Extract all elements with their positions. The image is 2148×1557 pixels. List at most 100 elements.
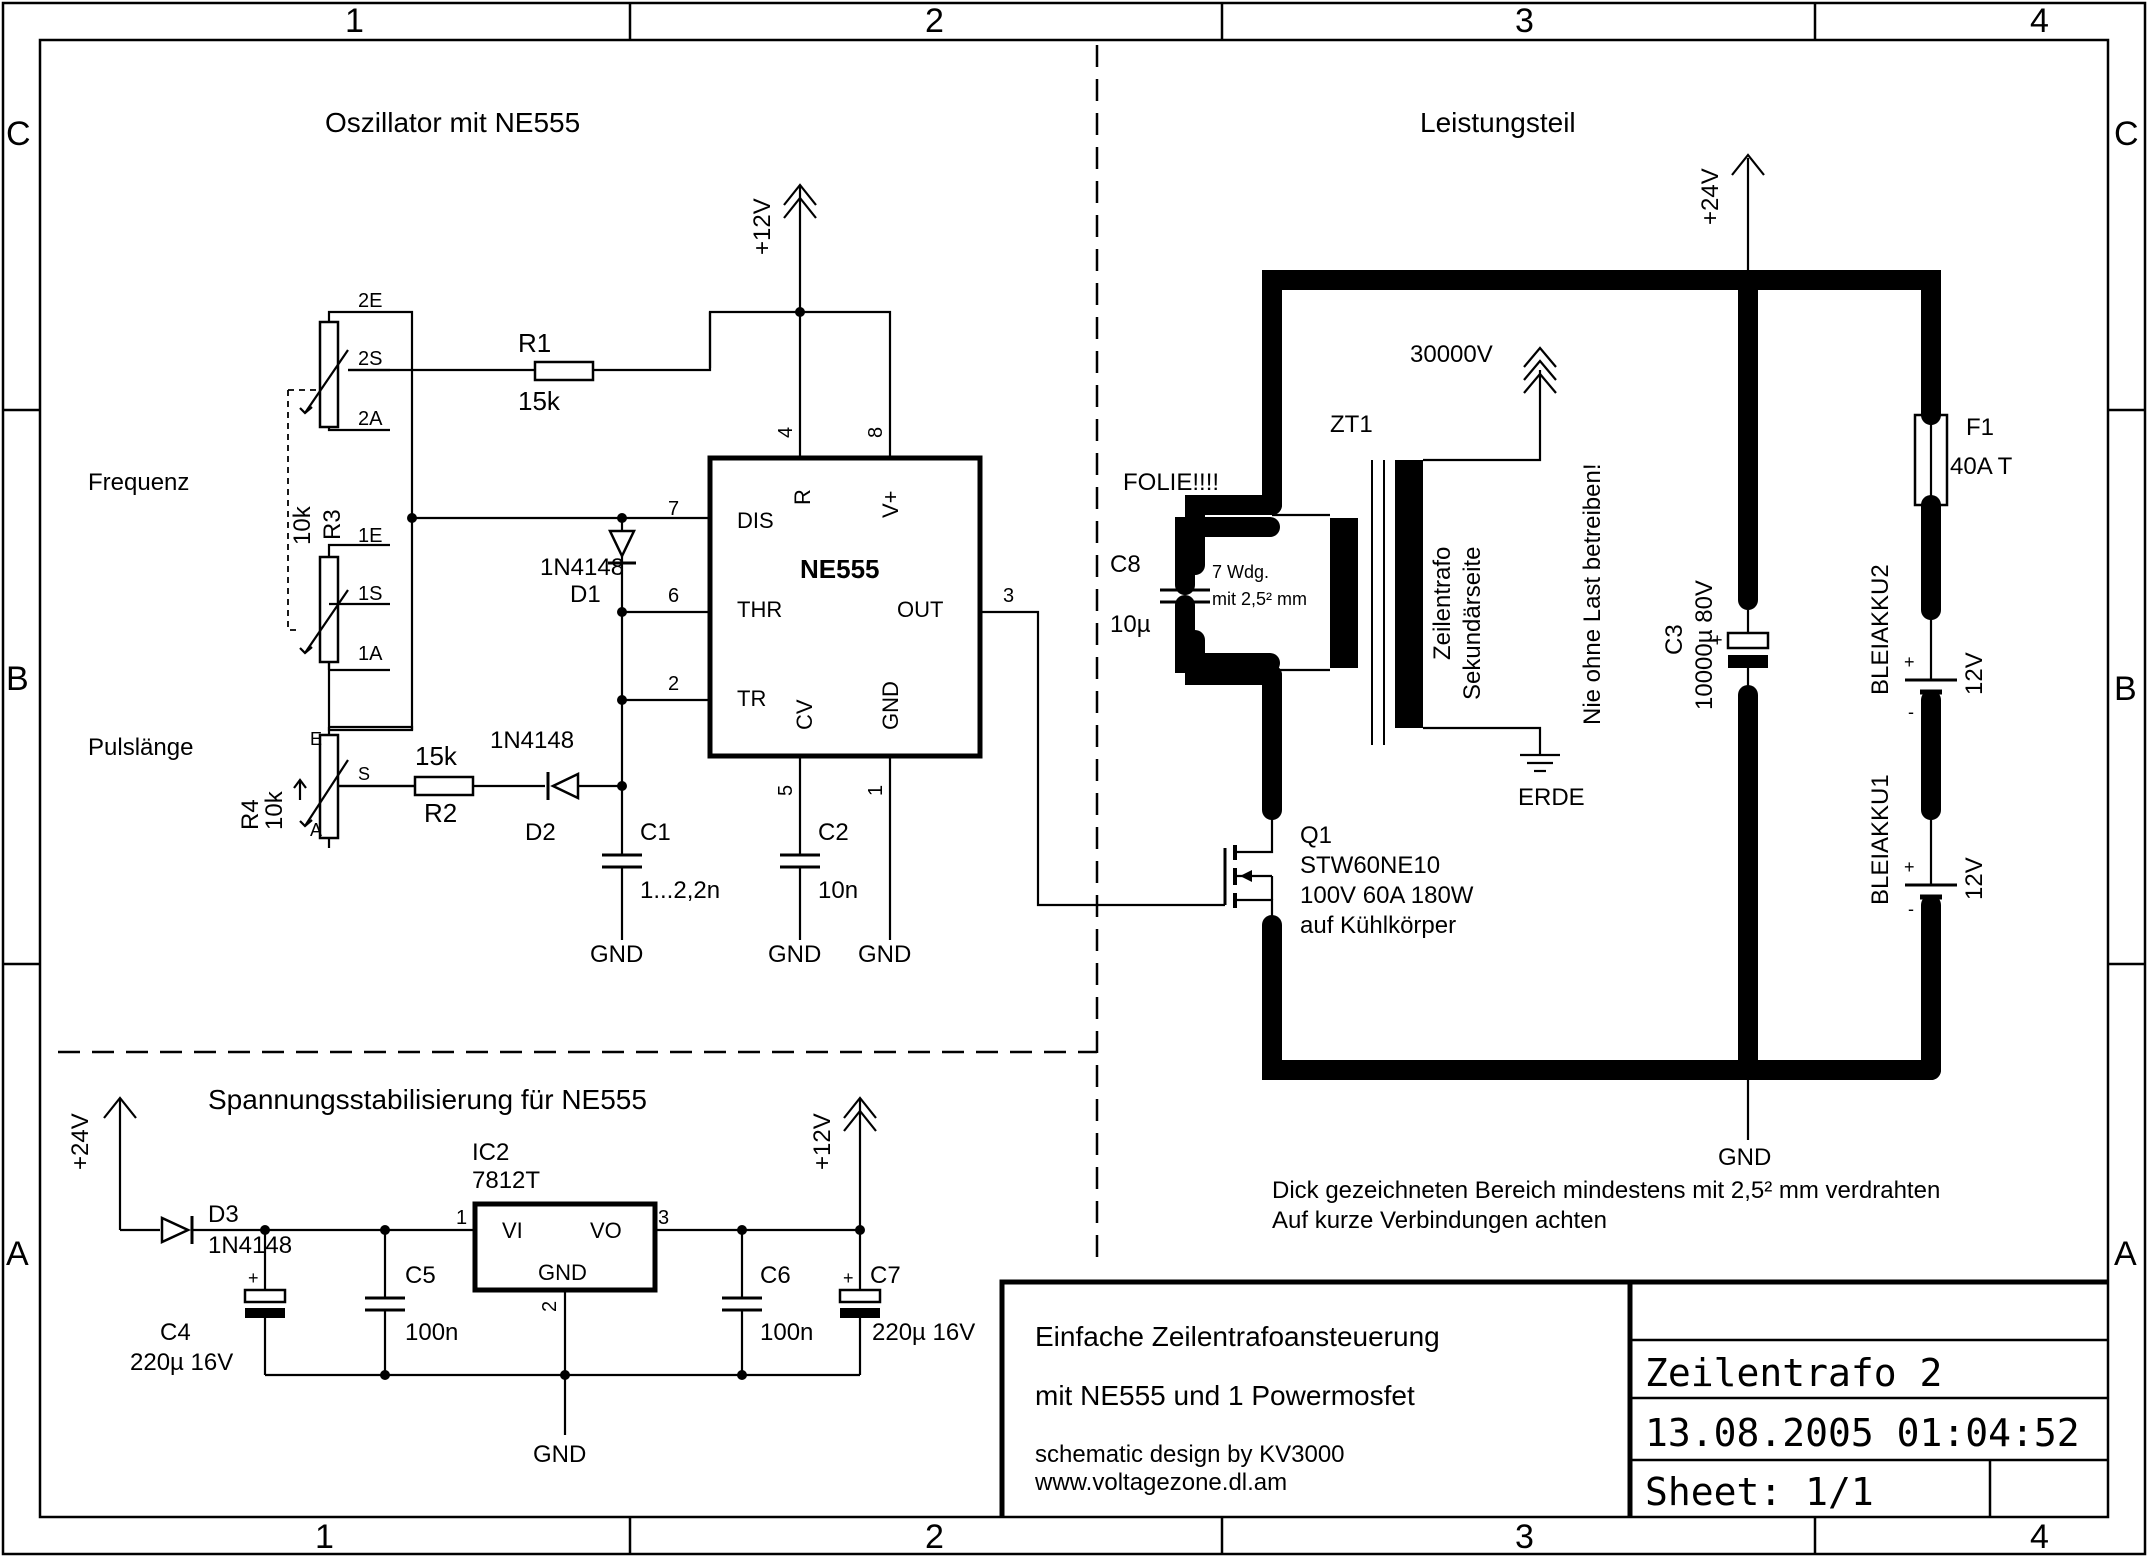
supply-label-24v: +24V bbox=[1697, 168, 1724, 225]
zt1-warning: Nie ohne Last betreiben! bbox=[1579, 463, 1606, 725]
zt1-line1: Zeilentrafo bbox=[1429, 547, 1456, 660]
r3-function-label: Frequenz bbox=[88, 469, 189, 496]
label-regulator-ic-p1: 1 bbox=[456, 1207, 467, 1229]
c6-name: C6 bbox=[760, 1262, 791, 1289]
label-oscillator-r3-taps-1: 2S bbox=[358, 348, 382, 370]
label-oscillator-pin_numbers-p6: 6 bbox=[668, 585, 679, 607]
pin-r: R bbox=[790, 489, 815, 505]
c4-name: C4 bbox=[160, 1319, 191, 1346]
wiring-note-2: Auf kurze Verbindungen achten bbox=[1272, 1207, 1607, 1234]
c1-name: C1 bbox=[640, 819, 671, 846]
svg-text:+: + bbox=[843, 1268, 854, 1288]
ne555-label: NE555 bbox=[800, 554, 880, 584]
c8-name: C8 bbox=[1110, 551, 1141, 578]
c1-value: 1...2,2n bbox=[640, 877, 720, 904]
c4-value: 220µ 16V bbox=[130, 1349, 233, 1376]
earth-label: ERDE bbox=[1518, 784, 1585, 811]
zt1-name: ZT1 bbox=[1330, 411, 1373, 438]
r3-value: 10k bbox=[289, 505, 316, 545]
label-oscillator-r3-taps-4: 1S bbox=[358, 583, 382, 605]
label-oscillator-r3-taps-3: 1E bbox=[358, 525, 382, 547]
label-oscillator-pin_numbers-p7: 7 bbox=[668, 498, 679, 520]
supply-arrow-24v-regulator bbox=[103, 1096, 137, 1230]
d1-name: D1 bbox=[570, 581, 601, 608]
r2-value: 15k bbox=[415, 741, 458, 771]
r2-resistor bbox=[413, 775, 475, 797]
c6-value: 100n bbox=[760, 1319, 813, 1346]
c4-capacitor: + bbox=[243, 1230, 287, 1375]
gnd-label-c2: GND bbox=[768, 941, 821, 968]
power-circuit: +24V GND 30000V ZT1 Zeilentrafo Sekundär… bbox=[1110, 153, 2013, 1234]
title-drawing-name: Zeilentrafo 2 bbox=[1645, 1351, 1942, 1395]
label-regulator-ic-vo: VO bbox=[590, 1218, 622, 1243]
c2-capacitor bbox=[780, 756, 820, 940]
title-credit-1: schematic design by KV3000 bbox=[1035, 1441, 1345, 1468]
label-oscillator-pin_numbers-p1: 1 bbox=[865, 785, 887, 796]
q1-mosfet bbox=[1223, 810, 1274, 925]
title-sheet: Sheet: 1/1 bbox=[1645, 1470, 1874, 1514]
title-desc-1: Einfache Zeilentrafoansteuerung bbox=[1035, 1321, 1440, 1352]
supply-arrow-12v bbox=[783, 183, 817, 312]
row-label-a-right: A bbox=[2114, 1235, 2137, 1273]
d3-value: 1N4148 bbox=[208, 1232, 292, 1259]
d1-diode bbox=[608, 518, 636, 612]
pin-tr: TR bbox=[737, 686, 766, 711]
c7-capacitor: + bbox=[838, 1230, 882, 1375]
ic2-name: IC2 bbox=[472, 1139, 509, 1166]
gnd-label-regulator: GND bbox=[533, 1441, 586, 1468]
label-regulator-ic-gnd: GND bbox=[538, 1260, 587, 1285]
col-label-3-bottom: 3 bbox=[1515, 1518, 1534, 1556]
r1-value: 15k bbox=[518, 386, 561, 416]
bleiakku2-value: 12V bbox=[1961, 652, 1988, 695]
col-label-4: 4 bbox=[2030, 2, 2049, 40]
col-label-2-bottom: 2 bbox=[925, 1518, 944, 1556]
pin-gnd: GND bbox=[878, 681, 903, 730]
f1-name: F1 bbox=[1966, 414, 1994, 441]
supply-label-24v-regulator: +24V bbox=[67, 1113, 94, 1170]
svg-text:+: + bbox=[1712, 630, 1723, 650]
c3-capacitor: + bbox=[1712, 610, 1770, 695]
c3-value: 10000µ 80V bbox=[1691, 580, 1718, 710]
row-label-b-right: B bbox=[2114, 670, 2137, 708]
frame-row-labels: C B A C B A bbox=[6, 115, 2139, 1273]
svg-text:+: + bbox=[1904, 652, 1915, 672]
supply-arrow-12v-regulator bbox=[843, 1096, 877, 1230]
r2-name: R2 bbox=[424, 798, 457, 828]
col-label-2: 2 bbox=[925, 2, 944, 40]
c7-name: C7 bbox=[870, 1262, 901, 1289]
gnd-label-pin1: GND bbox=[858, 941, 911, 968]
oscillator-circuit: +12V NE555 DIS R V+ THR OUT TR CV GND 4 … bbox=[88, 183, 1225, 968]
bleiakku2-name: BLEIAKKU2 bbox=[1867, 564, 1894, 695]
r3-name: R3 bbox=[319, 509, 346, 540]
svg-text:+: + bbox=[248, 1268, 259, 1288]
folie-label: FOLIE!!!! bbox=[1123, 469, 1219, 496]
regulator-circuit: +24V D3 1N4148 IC2 7812T VI VO GND 1 3 2… bbox=[67, 1096, 975, 1468]
col-label-1-bottom: 1 bbox=[315, 1518, 334, 1556]
q1-rating: 100V 60A 180W bbox=[1300, 882, 1474, 909]
pin-out: OUT bbox=[897, 597, 943, 622]
bleiakku1-name: BLEIAKKU1 bbox=[1867, 774, 1894, 905]
c2-name: C2 bbox=[818, 819, 849, 846]
c6-capacitor bbox=[722, 1230, 762, 1375]
label-oscillator-r4-taps-2: A bbox=[310, 820, 322, 840]
c5-capacitor bbox=[365, 1230, 405, 1375]
svg-text:-: - bbox=[1908, 899, 1914, 919]
label-oscillator-r4-taps-1: S bbox=[358, 764, 370, 784]
section-title-oscillator: Oszillator mit NE555 bbox=[325, 107, 580, 138]
section-title-power: Leistungsteil bbox=[1420, 107, 1576, 138]
pin-thr: THR bbox=[737, 597, 782, 622]
q1-name: Q1 bbox=[1300, 822, 1332, 849]
row-label-b: B bbox=[6, 660, 29, 698]
label-oscillator-r4-taps-0: E bbox=[310, 729, 322, 749]
title-desc-2: mit NE555 und 1 Powermosfet bbox=[1035, 1380, 1415, 1411]
c1-capacitor bbox=[602, 786, 642, 940]
supply-arrow-24v bbox=[1731, 153, 1765, 280]
bleiakku1-value: 12V bbox=[1961, 857, 1988, 900]
zt1-transformer bbox=[1272, 346, 1560, 773]
label-regulator-ic-p3: 3 bbox=[658, 1207, 669, 1229]
d3-diode bbox=[160, 1216, 194, 1244]
wiring-note-1: Dick gezeichneten Bereich mindestens mit… bbox=[1272, 1177, 1940, 1204]
ne555-ic bbox=[707, 455, 983, 759]
hv-label: 30000V bbox=[1410, 341, 1493, 368]
